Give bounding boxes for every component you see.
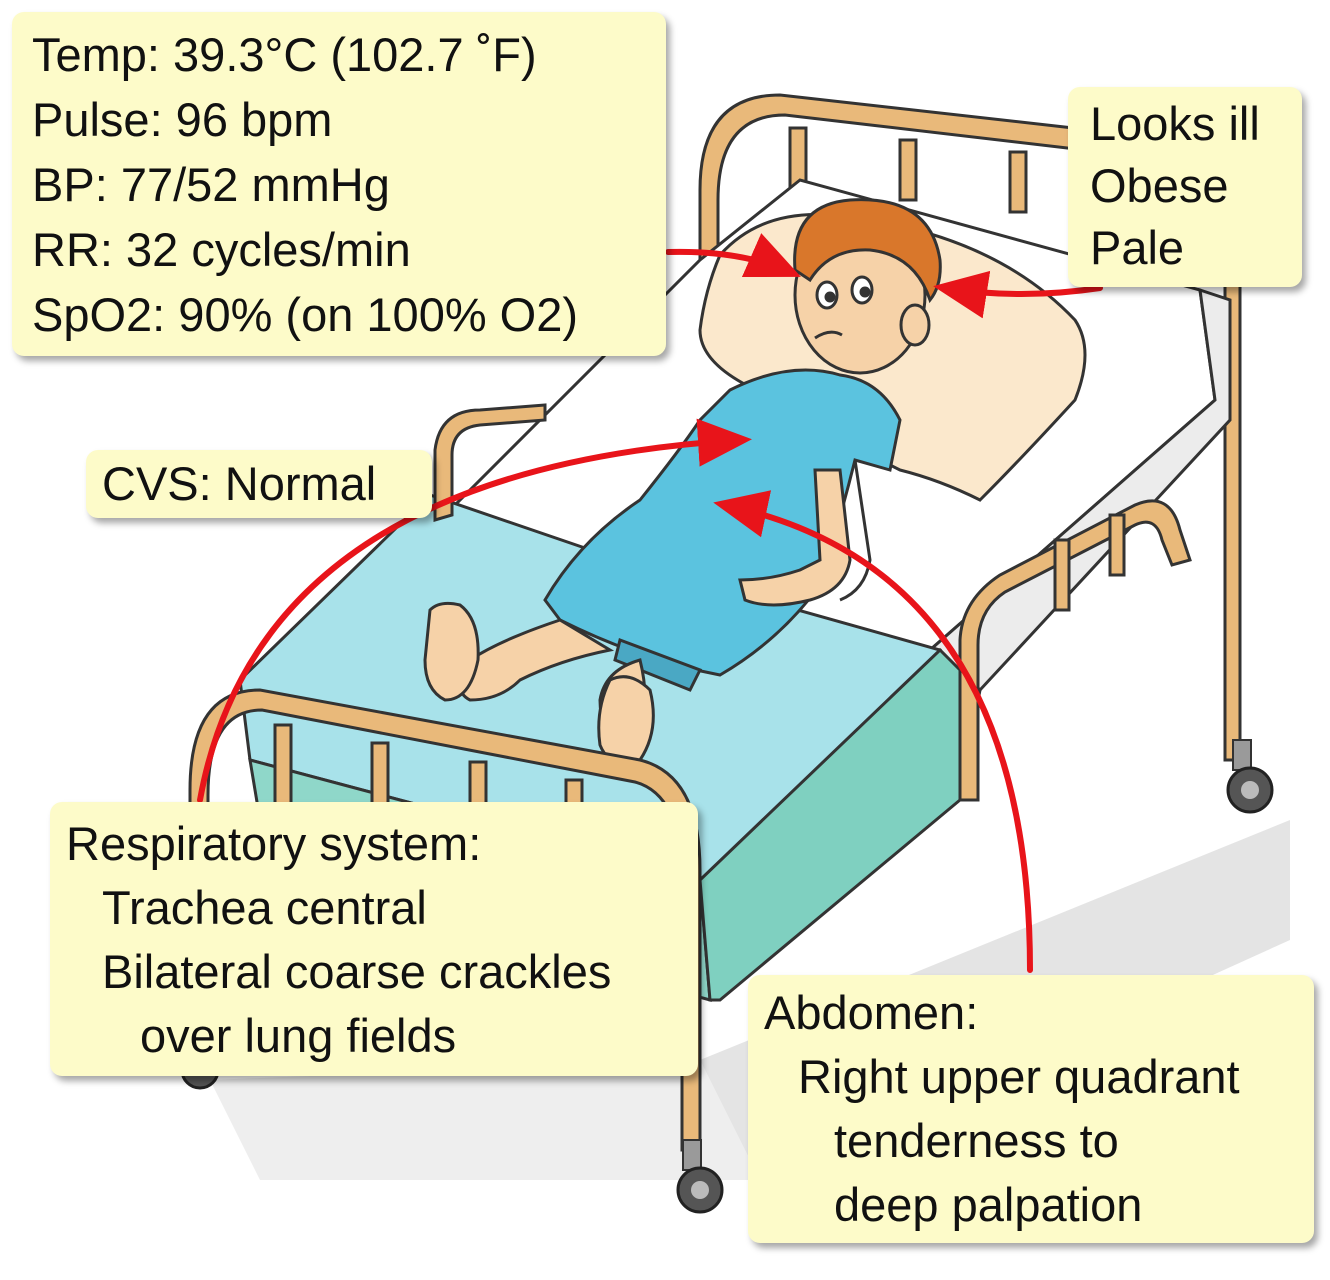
- cvs-callout: CVS: Normal: [86, 450, 432, 518]
- respiratory-item-1: Trachea central: [102, 881, 427, 934]
- cvs-text: CVS: Normal: [102, 457, 377, 510]
- floor-shadow-2: [210, 1060, 760, 1180]
- front-wheel-right: [676, 1139, 724, 1214]
- arrow-abdomen-to-belly: [713, 490, 1033, 973]
- respiratory-heading: Respiratory system:: [66, 817, 482, 870]
- back-wheel: [1226, 739, 1274, 814]
- boy-head: [793, 198, 942, 375]
- vitals-callout: Temp: 39.3°C (102.7 ˚F) Pulse: 96 bpm BP…: [12, 12, 666, 356]
- abdomen-line-1: Right upper quadrant: [798, 1050, 1240, 1103]
- side-rail-right: [958, 499, 1192, 802]
- abdomen-line-2: tenderness to: [834, 1114, 1119, 1167]
- appearance-line-1: Looks ill: [1090, 97, 1260, 150]
- respiratory-callout: Respiratory system: Trachea central Bila…: [50, 802, 698, 1076]
- side-rail-left: [433, 403, 547, 523]
- temp-reading: Temp: 39.3°C (102.7 ˚F): [32, 28, 537, 81]
- abdomen-callout: Abdomen: Right upper quadrant tenderness…: [748, 975, 1314, 1243]
- respiratory-item-2a: Bilateral coarse crackles: [102, 945, 612, 998]
- boy-legs: [423, 601, 655, 765]
- respiratory-item-2b: over lung fields: [140, 1009, 457, 1062]
- appearance-line-2: Obese: [1090, 159, 1229, 212]
- spo2-reading: SpO2: 90% (on 100% O2): [32, 288, 579, 341]
- pulse-reading: Pulse: 96 bpm: [32, 93, 333, 146]
- abdomen-heading: Abdomen:: [764, 986, 979, 1039]
- boy-hand: [738, 468, 852, 607]
- annotation-arrows: [197, 233, 1103, 973]
- arrow-resp-to-chest: [197, 418, 752, 803]
- arrow-appearance-to-head: [933, 270, 1103, 319]
- appearance-callout: Looks ill Obese Pale: [1068, 87, 1302, 287]
- arrow-vitals-to-head: [665, 233, 801, 278]
- rr-reading: RR: 32 cycles/min: [32, 223, 411, 276]
- bp-reading: BP: 77/52 mmHg: [32, 158, 390, 211]
- abdomen-line-3: deep palpation: [834, 1178, 1143, 1231]
- appearance-line-3: Pale: [1090, 221, 1185, 274]
